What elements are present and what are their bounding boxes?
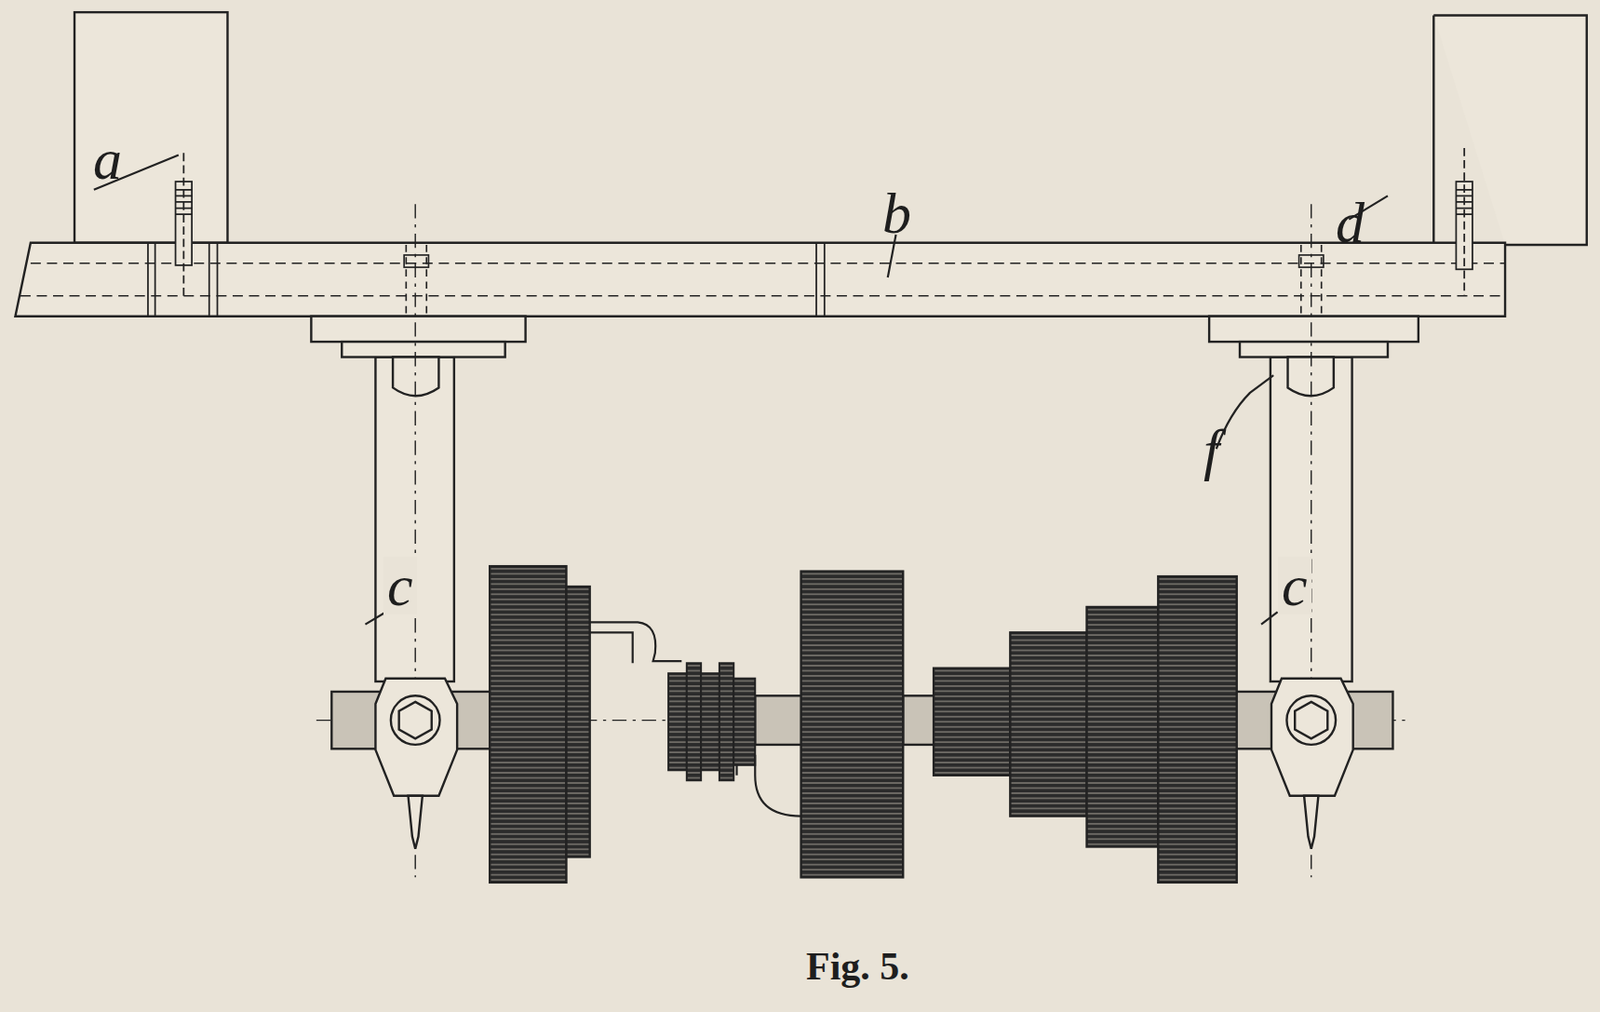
- part-letter: d: [1335, 193, 1365, 252]
- leader-line: [94, 155, 1388, 625]
- part-letter: a: [93, 130, 122, 189]
- part-letter: f: [1203, 420, 1220, 479]
- part-letter: c: [383, 556, 417, 615]
- wall-block: [74, 12, 228, 243]
- part-letter: c: [1277, 556, 1312, 615]
- beam: [14, 242, 1506, 317]
- pulley: [489, 565, 1237, 883]
- part-letter: b: [882, 184, 912, 243]
- figure-caption: Fig. 5.: [806, 946, 910, 986]
- clutch-collar: [668, 662, 755, 780]
- anchor-bolt: [175, 147, 1473, 296]
- shift-fork: [737, 754, 802, 817]
- shift-fork: [590, 621, 683, 663]
